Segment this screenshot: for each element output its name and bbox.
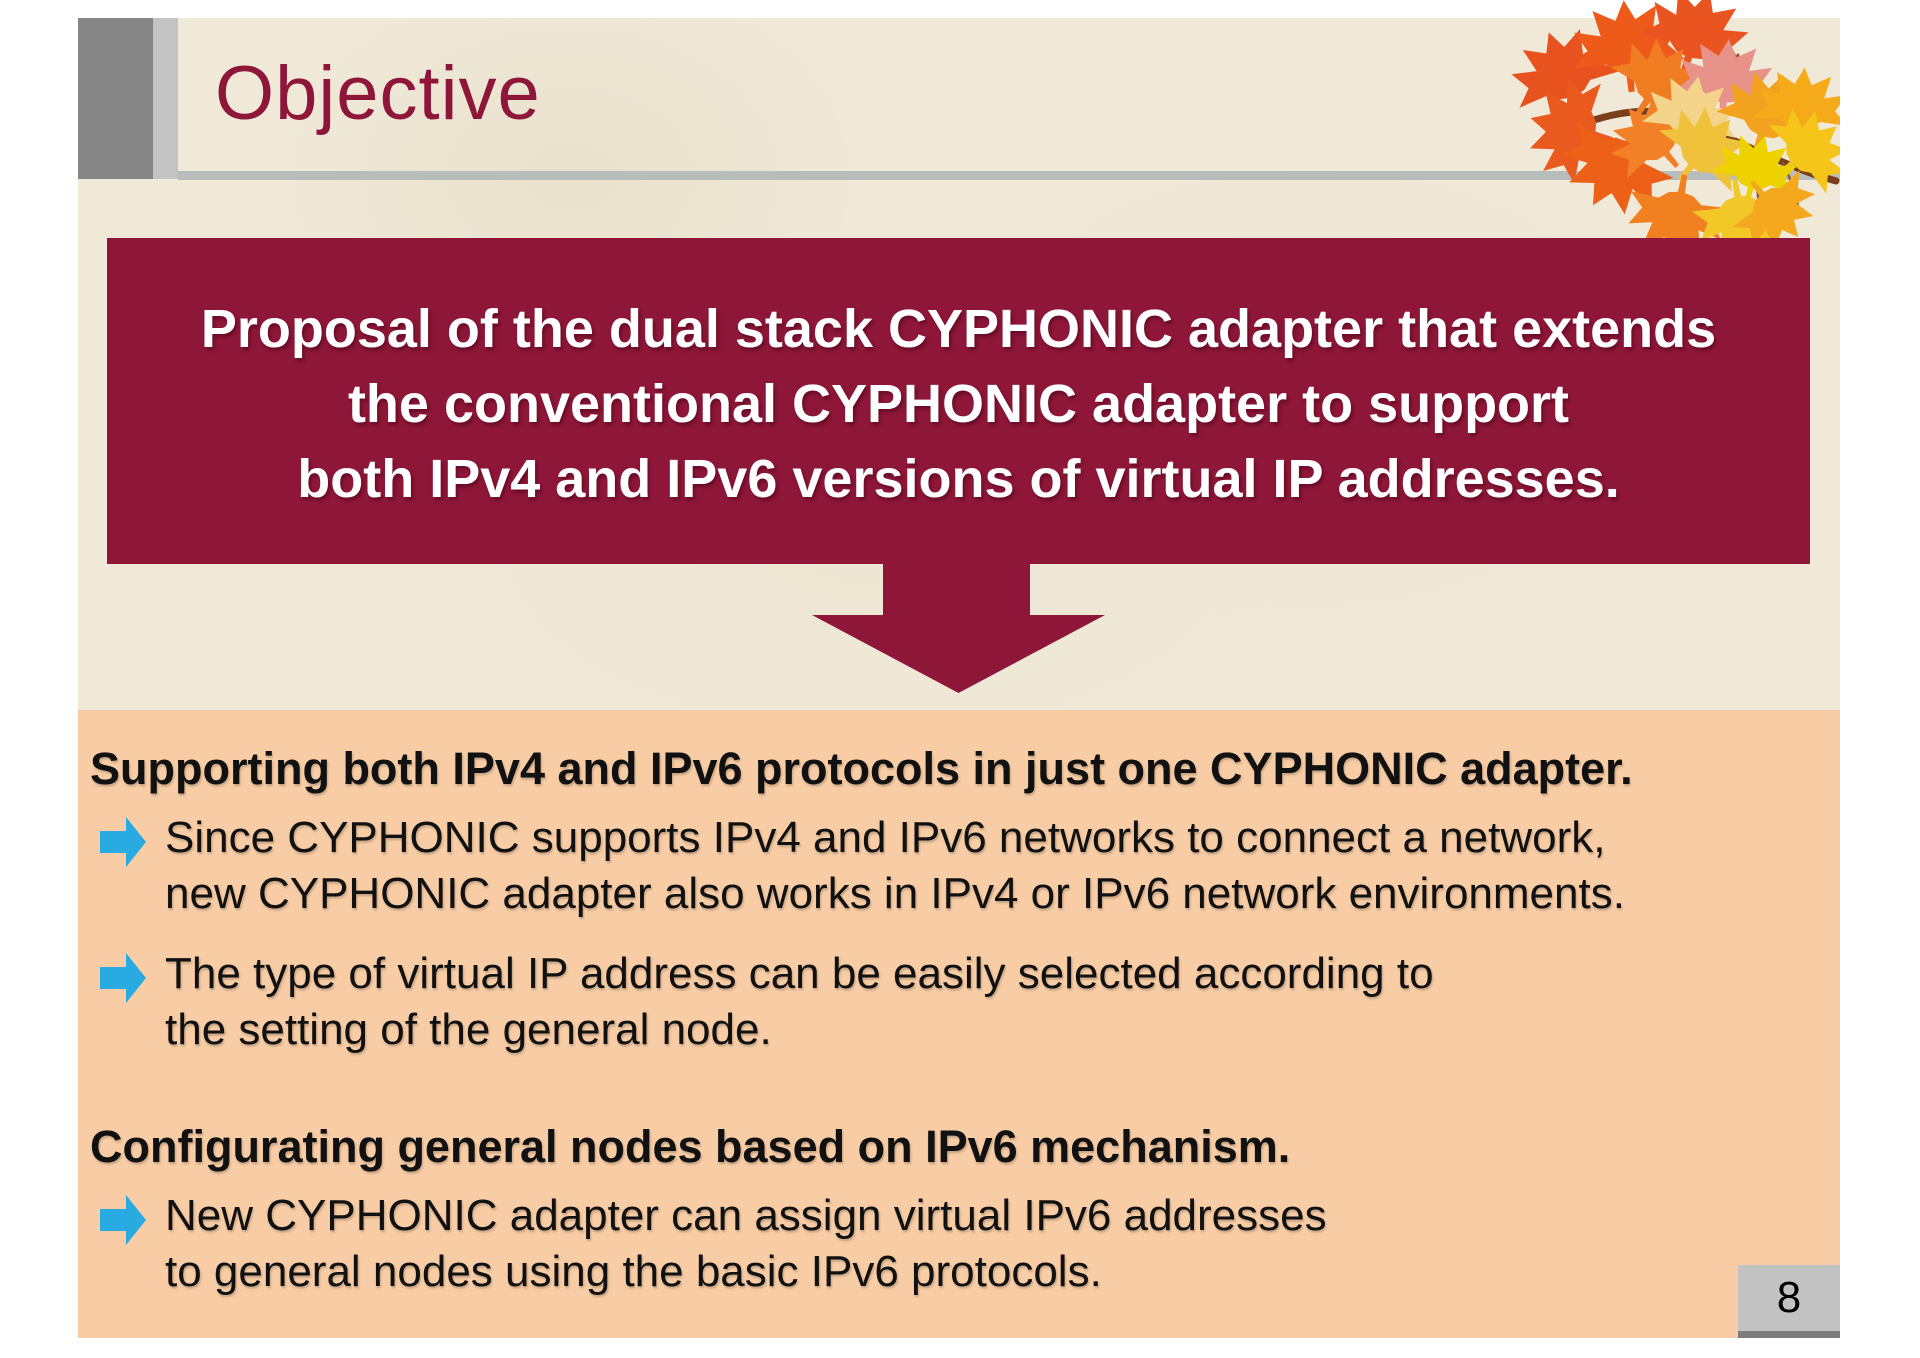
arrow-bullet-icon	[100, 817, 146, 867]
bullet-text-line: to general nodes using the basic IPv6 pr…	[165, 1247, 1102, 1296]
header-accent-strip	[153, 18, 178, 179]
arrow-bullet-icon	[100, 1195, 146, 1245]
slide-title: Objective	[215, 50, 541, 136]
details-heading-1: Supporting both IPv4 and IPv6 protocols …	[90, 743, 1633, 794]
bullet-text: New CYPHONIC adapter can assign virtual …	[165, 1188, 1327, 1300]
header-underline	[178, 171, 1840, 180]
autumn-maple-leaves-icon	[1498, 0, 1840, 266]
proposal-box: Proposal of the dual stack CYPHONIC adap…	[107, 238, 1810, 564]
page-number: 8	[1738, 1265, 1840, 1331]
bullet-item: Since CYPHONIC supports IPv4 and IPv6 ne…	[100, 810, 1840, 922]
bullet-text-line: Since CYPHONIC supports IPv4 and IPv6 ne…	[165, 813, 1606, 862]
proposal-line-2: the conventional CYPHONIC adapter to sup…	[347, 373, 1570, 434]
arrow-bullet-icon	[100, 953, 146, 1003]
page-number-box-shadow	[1738, 1331, 1840, 1338]
bullet-text-line: the setting of the general node.	[165, 1005, 772, 1054]
page-number-box: 8	[1738, 1265, 1840, 1338]
proposal-line-1: Proposal of the dual stack CYPHONIC adap…	[200, 298, 1717, 359]
bullet-text: The type of virtual IP address can be ea…	[165, 946, 1434, 1058]
slide: Objective	[78, 0, 1840, 1338]
bullet-item: New CYPHONIC adapter can assign virtual …	[100, 1188, 1840, 1300]
header-accent-block	[78, 18, 153, 179]
bullet-text-line: new CYPHONIC adapter also works in IPv4 …	[165, 869, 1625, 918]
proposal-line-3: both IPv4 and IPv6 versions of virtual I…	[297, 448, 1620, 509]
bullet-text-line: The type of virtual IP address can be ea…	[165, 949, 1434, 998]
details-panel: Supporting both IPv4 and IPv6 protocols …	[78, 710, 1840, 1338]
bullet-item: The type of virtual IP address can be ea…	[100, 946, 1840, 1058]
bullet-text: Since CYPHONIC supports IPv4 and IPv6 ne…	[165, 810, 1625, 922]
down-arrow-icon	[812, 564, 1105, 693]
details-heading-2: Configurating general nodes based on IPv…	[90, 1121, 1291, 1172]
bullet-text-line: New CYPHONIC adapter can assign virtual …	[165, 1191, 1327, 1240]
maple-leaf-cluster	[1498, 0, 1840, 266]
